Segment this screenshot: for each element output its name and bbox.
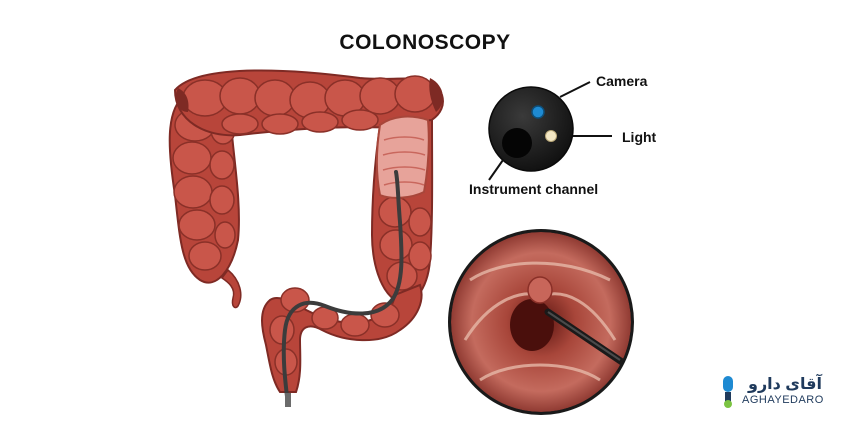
aghayedaro-logo-icon [723,376,733,408]
snare-highlight [547,311,621,361]
descending-haustra [378,196,432,291]
logo-text-en: AGHAYEDARO [742,394,824,406]
appendix [220,268,242,309]
insufflated-segment [376,115,430,199]
transverse-haustra [182,75,436,135]
light-label: Light [622,129,657,145]
insufflated-folds [382,136,426,186]
scope-tip-closeup [488,81,612,181]
light-led [545,130,557,142]
instrument-channel-opening [502,128,532,158]
aghayedaro-logo: آقای دارو AGHAYEDARO [718,374,838,412]
endoscope-tube [281,170,404,407]
camera-pointer [559,81,591,98]
camera-label: Camera [596,73,648,89]
camera-lens [531,105,545,119]
splenic-flexure-shadow [429,78,443,112]
colon [168,69,444,407]
endoscope-tail [285,393,291,407]
hepatic-flexure-shadow [175,88,189,112]
channel-pointer [488,159,504,181]
endoscopic-view [448,229,634,415]
scope-tip-face [488,86,574,172]
logo-text-fa: آقای دارو [748,376,822,393]
lumen [510,299,554,351]
diagram-title: COLONOSCOPY [339,31,511,54]
instrument-channel-label: Instrument channel [469,181,599,197]
polyp [527,276,553,304]
